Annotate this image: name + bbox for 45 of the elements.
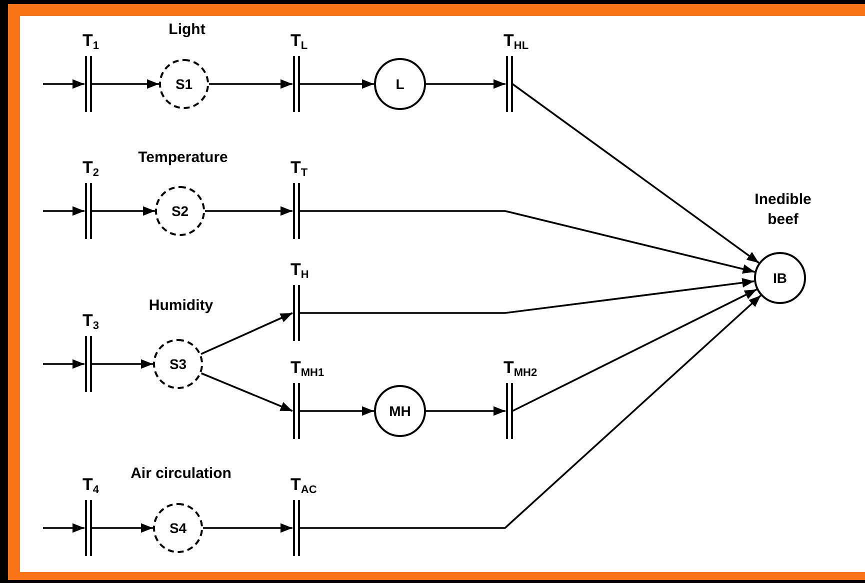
arrow <box>512 288 758 412</box>
arrow <box>43 359 84 369</box>
arrow <box>426 79 506 89</box>
arrow <box>92 206 155 216</box>
arrow <box>200 372 293 412</box>
arrow <box>300 406 374 416</box>
arrow <box>300 79 374 89</box>
transition-label: T$_{AC}$ <box>290 476 317 496</box>
place-label: MH <box>389 403 411 419</box>
transition-label: T$_{MH2}$ <box>504 359 538 379</box>
arrow <box>300 278 754 314</box>
arrow <box>92 523 153 533</box>
arrow <box>43 206 84 216</box>
place-heading: Humidity <box>148 296 214 316</box>
place-heading: Temperature <box>138 148 228 168</box>
transition-label: T$_{2}$ <box>82 159 100 179</box>
arrow <box>200 312 293 355</box>
arrow <box>300 294 762 529</box>
arrow <box>300 210 755 274</box>
place-heading: Light <box>168 20 206 40</box>
place-label: S4 <box>169 520 187 536</box>
place-heading: Inedible beef <box>754 190 812 229</box>
transition-label: T$_{4}$ <box>82 476 100 496</box>
transition-label: T$_{MH1}$ <box>290 359 324 379</box>
arrow <box>426 406 506 416</box>
transition-label: T$_{L}$ <box>290 32 308 52</box>
transition-label: T$_{3}$ <box>82 312 100 332</box>
arrow <box>512 83 760 264</box>
place-heading: Air circulation <box>130 464 232 484</box>
transition-label: T$_{HL}$ <box>504 32 529 52</box>
place-label: IB <box>773 270 787 286</box>
arrow <box>92 359 153 369</box>
transition-label: T$_{H}$ <box>290 261 309 281</box>
place-label: S2 <box>171 203 189 219</box>
transition-label: T$_{T}$ <box>290 159 308 179</box>
place-label: L <box>396 76 404 92</box>
arrow <box>209 79 292 89</box>
transition-label: T$_{1}$ <box>82 32 100 52</box>
arrow <box>203 523 292 533</box>
arrow <box>92 79 159 89</box>
arrow <box>205 206 292 216</box>
place-label: S3 <box>169 356 187 372</box>
arrow <box>43 523 84 533</box>
place-label: S1 <box>175 76 193 92</box>
arrow <box>43 79 84 89</box>
